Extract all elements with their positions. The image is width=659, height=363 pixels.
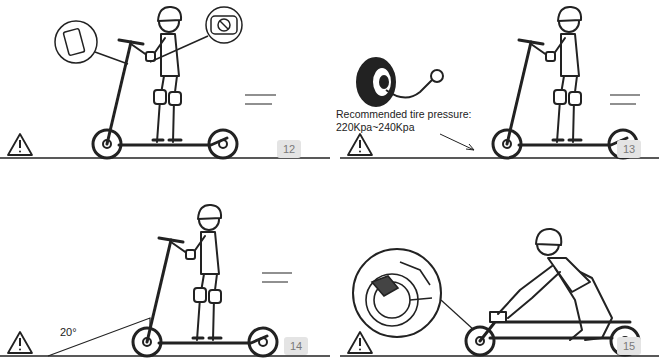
scooter-rider [493,7,637,158]
magnified-brake [353,249,474,337]
motion-lines [262,273,292,282]
prohibition-circle [218,19,230,31]
prohibition-slash [220,21,228,29]
caliper [372,276,398,296]
callout-number: 14 [284,337,308,355]
magnifier-circle [353,249,441,337]
arm [508,272,560,318]
crouching-person [498,229,612,340]
angle-label: 20° [60,326,77,339]
phone [63,28,85,55]
callout-number: 13 [617,140,641,158]
ground-line [340,355,659,357]
leader-line [95,52,128,64]
arm [498,266,552,314]
leader-line [440,134,474,150]
arrowhead [466,144,474,150]
callout-number: 12 [277,140,301,158]
tire [357,58,395,106]
tire-gauge-icon [357,58,443,106]
brake-cable [400,262,432,300]
no-phone-icon [150,7,242,62]
hub [380,76,388,88]
warning-symbol [8,134,32,155]
folded-scooter [466,312,639,355]
icon-circle [206,7,242,43]
motion-lines [610,95,640,104]
device [211,16,237,34]
icon-circle [55,21,97,63]
leader-line [150,36,208,62]
phone-icon [55,21,128,64]
gauge [431,70,443,82]
gauge-hose [386,80,432,98]
helmet [536,229,561,245]
callout-number: 15 [617,337,641,355]
scooter-rider [133,205,277,356]
warning-symbol [348,134,372,155]
leader-line [441,300,474,330]
motion-lines [245,95,276,104]
note-text: Recommended tire pressure: 220Kpa~240Kpa [336,108,486,133]
warning-symbol [8,332,32,353]
warning-symbol [348,332,372,353]
torso [548,258,590,292]
